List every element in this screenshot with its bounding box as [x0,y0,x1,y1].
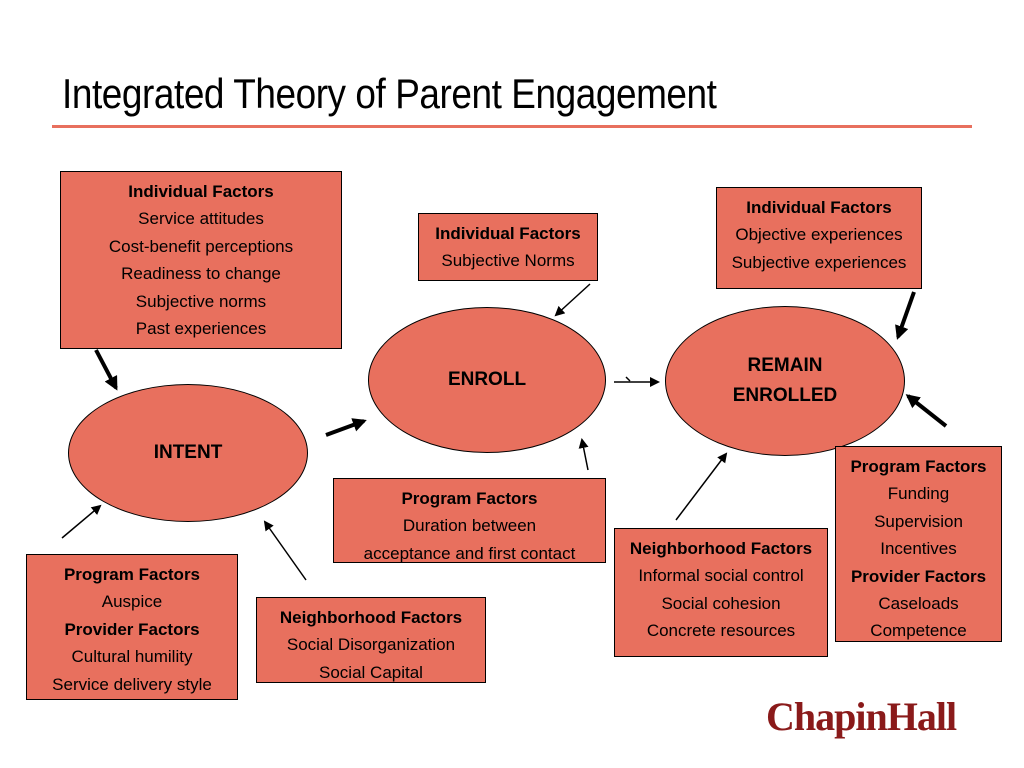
remain-label-line-2: ENROLLED [732,385,838,406]
remain-individual-factors-box: Individual Factors Objective experiences… [716,187,922,289]
arrow-program-to-enroll [578,438,589,471]
box-item: Funding [887,484,950,504]
box-heading-2: Provider Factors [850,566,987,586]
arrow-neighborhood-to-intent [263,520,307,581]
box-item: Competence [870,621,967,641]
arrow-individual-to-enroll [554,283,591,317]
box-heading: Individual Factors [435,224,581,243]
arrow-intent-to-enroll [325,418,367,437]
intent-label: INTENT [153,442,223,463]
box-heading: Individual Factors [128,182,274,201]
remain-neighborhood-factors-box: Neighborhood Factors Informal social con… [614,528,828,657]
remain-program-factors-box: Program Factors Funding Supervision Ince… [835,446,1002,642]
box-heading: Program Factors [401,489,538,508]
enroll-program-factors-box: Program Factors Duration between accepta… [333,478,606,563]
remain-enrolled-oval: REMAIN ENROLLED [665,306,905,456]
title-underline [52,125,972,128]
box-item: Social Capital [319,662,423,682]
box-item: Cost-benefit perceptions [108,236,294,256]
box-heading-2: Provider Factors [64,619,200,639]
box-item: Service delivery style [52,674,212,694]
box-item: Objective experiences [735,225,903,245]
box-item: Concrete resources [646,621,796,641]
intent-oval: INTENT [68,384,308,522]
box-item: Social cohesion [661,593,781,613]
box-item: Past experiences [135,319,267,339]
box-item: Caseloads [878,594,959,614]
box-item: Auspice [101,592,163,612]
enroll-label: ENROLL [447,369,527,390]
remain-label-line-1: REMAIN [747,355,823,376]
box-item: Incentives [880,539,957,559]
box-item: acceptance and first contact [363,543,576,563]
box-heading: Program Factors [850,457,987,476]
slide-title: Integrated Theory of Parent Engagement [62,70,717,117]
enroll-oval: ENROLL [368,307,606,453]
arrow-program-to-intent [61,504,102,539]
box-item: Duration between [402,516,537,536]
arrow-individual-to-intent [94,349,118,391]
box-heading: Individual Factors [746,198,892,217]
arrow-enroll-to-remain-tick [625,376,631,382]
arrow-neighborhood-to-remain [675,452,728,521]
chapin-hall-logo: ChapinHall [766,694,957,739]
box-item: Service attitudes [138,209,264,229]
box-item: Cultural humility [71,647,193,667]
box-heading: Neighborhood Factors [279,608,463,627]
box-item: Informal social control [638,566,804,586]
intent-neighborhood-factors-box: Neighborhood Factors Social Disorganizat… [256,597,486,683]
box-heading: Program Factors [63,565,201,584]
enroll-individual-factors-box: Individual Factors Subjective Norms [418,213,598,281]
intent-program-factors-box: Program Factors Auspice Provider Factors… [26,554,238,700]
box-item: Subjective experiences [731,252,907,272]
box-item: Subjective norms [135,291,267,311]
box-item: Readiness to change [121,264,281,284]
box-heading: Neighborhood Factors [629,539,813,558]
box-item: Subjective Norms [441,251,575,271]
arrow-program-to-remain [905,394,948,428]
intent-individual-factors-box: Individual Factors Service attitudes Cos… [60,171,342,349]
box-item: Supervision [874,511,963,531]
box-item: Social Disorganization [286,635,456,655]
arrow-individual-to-remain [895,291,916,340]
